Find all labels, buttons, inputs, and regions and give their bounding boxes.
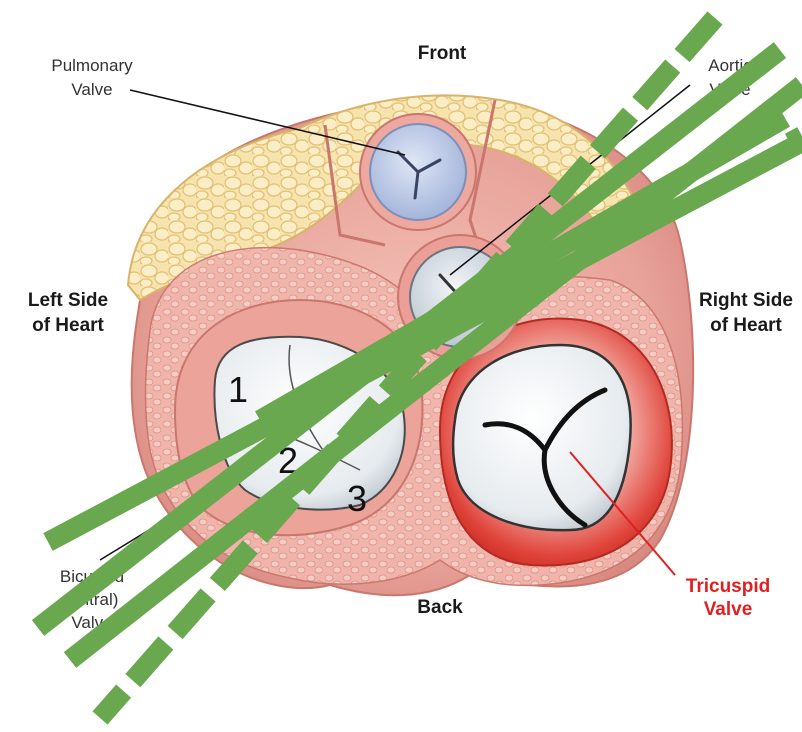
label-left-side-2: of Heart (32, 315, 104, 336)
label-tricuspid-2: Valve (704, 599, 753, 620)
label-right-side-2: of Heart (710, 315, 782, 336)
label-back: Back (417, 597, 463, 618)
label-left-side-1: Left Side (28, 290, 108, 311)
label-pulmonary-2: Valve (71, 80, 112, 99)
label-right-side-1: Right Side (699, 290, 793, 311)
label-front: Front (418, 43, 467, 64)
number-3: 3 (347, 478, 367, 519)
label-pulmonary-1: Pulmonary (51, 56, 133, 75)
number-1: 1 (228, 369, 248, 410)
label-tricuspid-1: Tricuspid (686, 576, 770, 597)
